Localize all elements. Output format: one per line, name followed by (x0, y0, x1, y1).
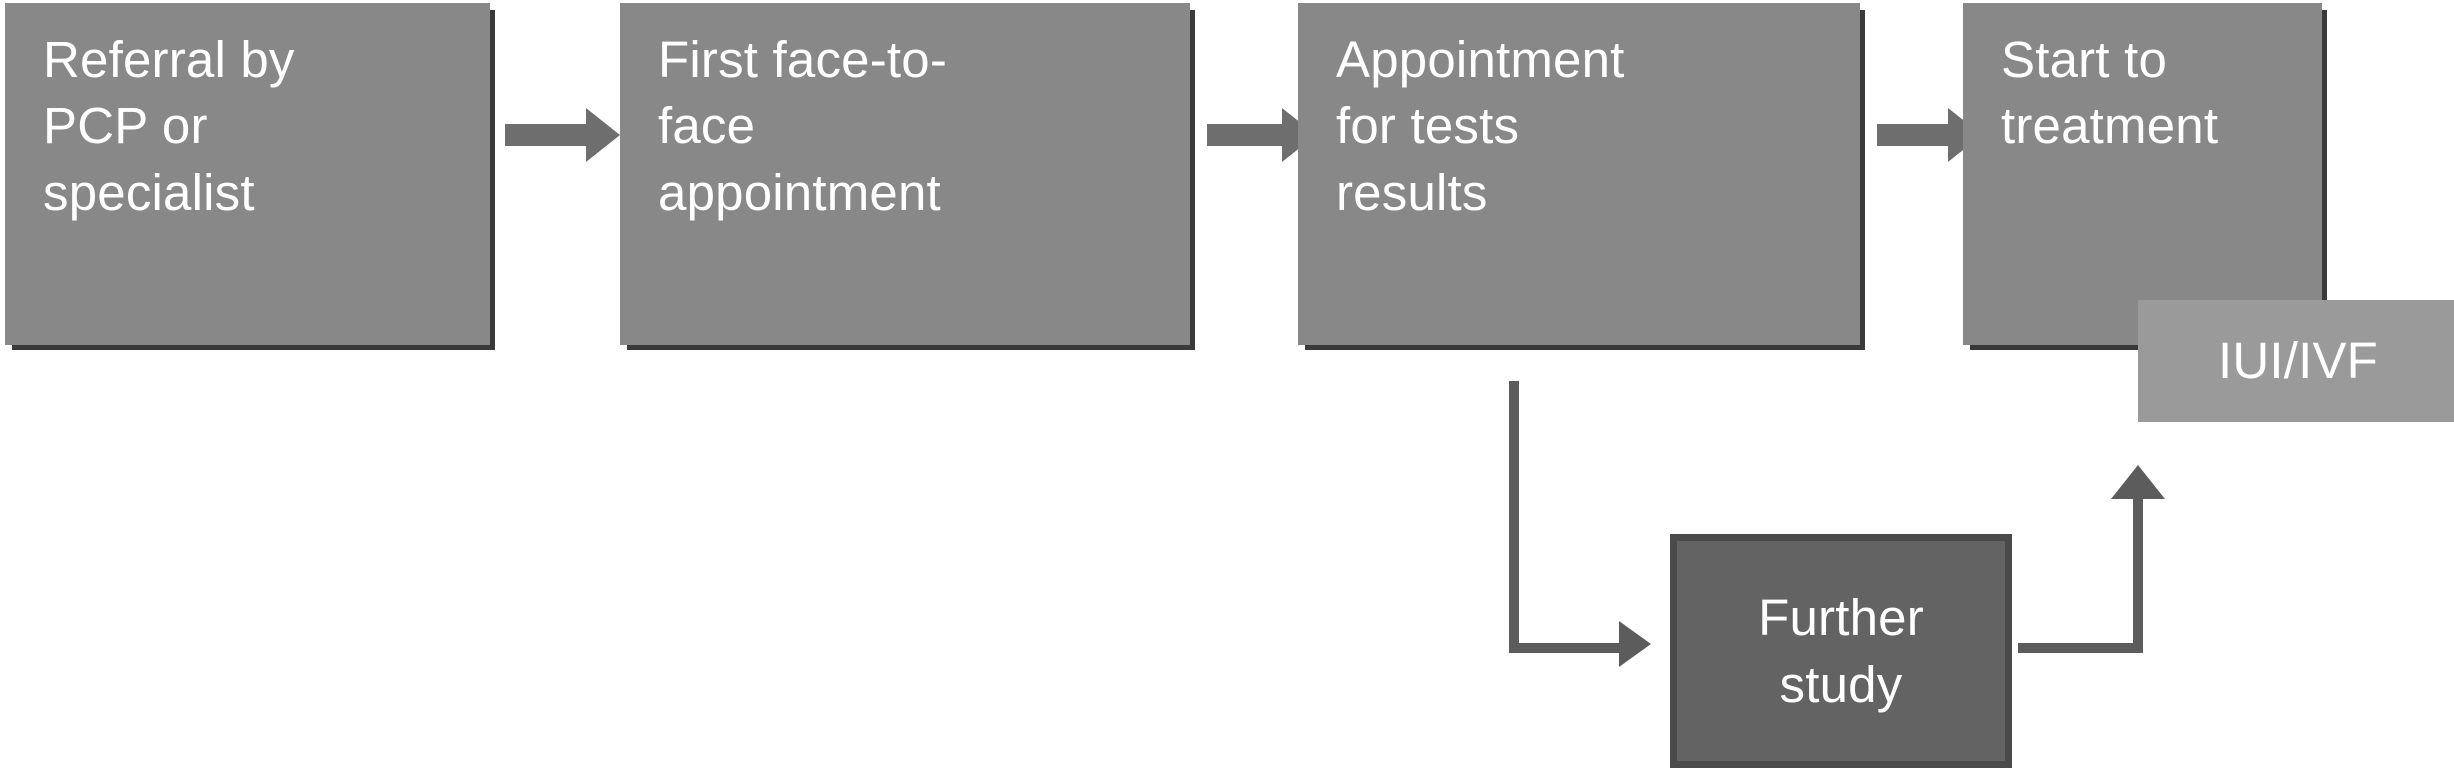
connector-referral-to-first-visit-arrowhead (586, 108, 620, 162)
node-referral[interactable]: Referral by PCP or specialist (5, 3, 490, 345)
connector-further-to-iui-ivf-vertical (2133, 498, 2143, 653)
node-further-study[interactable]: Further study (1670, 534, 2012, 768)
node-test-results[interactable]: Appointment for tests results (1298, 3, 1860, 345)
connector-further-to-iui-ivf-horizontal (2018, 643, 2143, 653)
connector-test-results-to-further-vertical (1509, 381, 1519, 653)
node-further-study-label: Further study (1758, 588, 1924, 713)
node-treatment-label: Start to treatment (2001, 31, 2219, 155)
node-referral-label: Referral by PCP or specialist (43, 31, 295, 221)
node-test-results-label: Appointment for tests results (1336, 31, 1625, 221)
node-first-visit[interactable]: First face-to- face appointment (620, 3, 1190, 345)
connector-test-results-to-further-arrowhead (1619, 621, 1651, 667)
node-iui-ivf[interactable]: IUI/IVF (2138, 300, 2454, 422)
connector-test-results-to-further-horizontal (1509, 643, 1624, 653)
node-first-visit-label: First face-to- face appointment (658, 31, 948, 221)
node-treatment[interactable]: Start to treatment (1963, 3, 2322, 345)
connector-referral-to-first-visit-shaft (505, 124, 591, 146)
connector-further-to-iui-ivf-arrowhead (2111, 465, 2165, 499)
node-iui-ivf-label: IUI/IVF (2217, 331, 2379, 389)
connector-test-results-to-treatment-shaft (1877, 124, 1953, 146)
connector-first-visit-to-test-results-shaft (1207, 124, 1287, 146)
